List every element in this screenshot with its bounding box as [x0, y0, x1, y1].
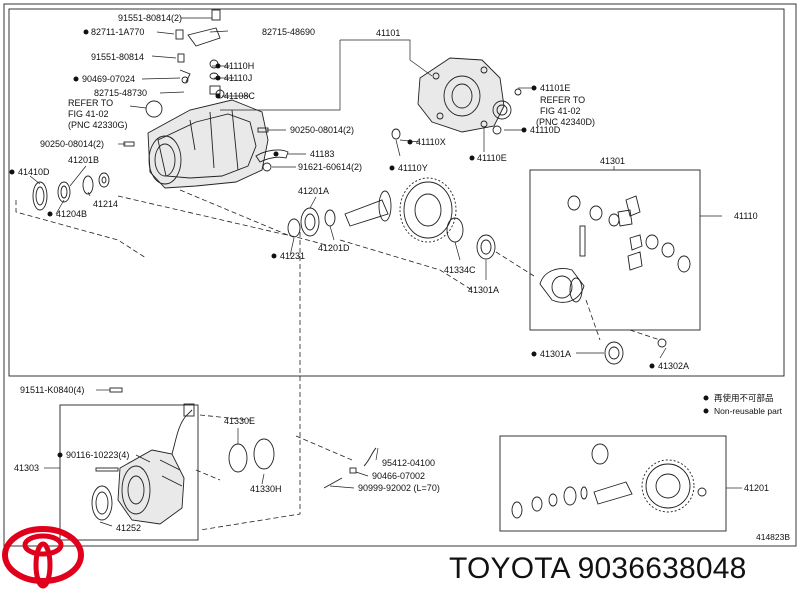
- label-41110x: 41110X: [416, 137, 446, 147]
- label-41201d: 41201D: [318, 243, 350, 253]
- label-91551-80814-2: 91551-80814(2): [118, 13, 182, 23]
- label-95412-04100: 95412-04100: [382, 458, 435, 468]
- label-pnc-42340d: (PNC 42340D): [536, 117, 595, 127]
- upper-assembly-box: [8, 8, 785, 377]
- label-91551-80814: 91551-80814: [91, 52, 144, 62]
- label-41301a-lower: 41301A: [540, 349, 571, 359]
- label-90116-10223: 90116-10223(4): [66, 450, 129, 460]
- label-90466-07002: 90466-07002: [372, 471, 425, 481]
- label-41110: 41110: [734, 211, 758, 221]
- ring-gear-set-box: [499, 435, 727, 532]
- differential-case-box: [529, 169, 701, 331]
- hose-95412: [363, 447, 377, 467]
- label-41204b: 41204B: [56, 209, 87, 219]
- o-ring-41330h: [253, 438, 275, 470]
- label-90999-92002: 90999-92002 (L=70): [358, 483, 440, 493]
- label-41110y: 41110Y: [398, 163, 428, 173]
- ring-gear: [399, 177, 457, 243]
- bolt-90116: [95, 467, 119, 472]
- bearing-41201b: [57, 181, 71, 203]
- label-41201: 41201: [744, 483, 769, 493]
- label-41410d: 41410D: [18, 167, 50, 177]
- label-fig-41-02-left: FIG 41-02: [68, 109, 109, 119]
- label-41201b: 41201B: [68, 155, 99, 165]
- label-41201a: 41201A: [298, 186, 329, 196]
- label-41108c: 41108C: [224, 91, 255, 101]
- bolt-91511: [109, 387, 123, 393]
- o-ring-41330e: [228, 443, 248, 473]
- bearing-41204b: [98, 172, 110, 188]
- label-41252: 41252: [116, 523, 141, 533]
- label-refer-to-right: REFER TO: [540, 95, 585, 105]
- spacer-41214: [82, 175, 94, 195]
- label-41334c: 41334C: [444, 265, 476, 275]
- label-41110d: 41110D: [530, 125, 561, 135]
- label-41303: 41303: [14, 463, 39, 473]
- bearing-41301a-upper: [476, 234, 496, 260]
- coupling-actuator-41303: [117, 403, 195, 525]
- plug-41302a: [657, 338, 667, 348]
- differential-carrier-housing: [145, 9, 269, 189]
- label-41330h: 41330H: [250, 484, 282, 494]
- label-41302a: 41302A: [658, 361, 689, 371]
- pinion-and-ring-gear-kit: [511, 443, 707, 519]
- shim-41231: [287, 218, 301, 238]
- toyota-logo: [2, 526, 84, 589]
- spacer-41201d: [324, 209, 336, 227]
- bolt-91621: [262, 162, 272, 172]
- transfer-motor-box: [59, 404, 199, 541]
- label-82711-1a770: 82711-1A770: [91, 27, 144, 37]
- label-90250-08014-left: 90250-08014(2): [40, 139, 104, 149]
- label-90250-08014-right: 90250-08014(2): [290, 125, 354, 135]
- non-reusable-markers: [9, 29, 709, 458]
- label-41301a-upper: 41301A: [468, 285, 499, 295]
- label-41301: 41301: [600, 156, 625, 166]
- label-refer-to-left: REFER TO: [68, 98, 113, 108]
- diagram-frame: [3, 3, 797, 547]
- figure-number: 414823B: [756, 532, 790, 542]
- label-90469-07024: 90469-07024: [82, 74, 135, 84]
- hose-90999: [323, 477, 343, 489]
- label-41214: 41214: [93, 199, 118, 209]
- label-41183: 41183: [310, 149, 334, 159]
- label-91511-k0840: 91511-K0840(4): [20, 385, 84, 395]
- label-41101: 41101: [376, 28, 400, 38]
- leader-lines: [29, 17, 742, 527]
- label-41231: 41231: [280, 251, 305, 261]
- differential-case-parts: [539, 195, 691, 303]
- part-41183: [255, 149, 289, 163]
- bearing-41201a: [300, 207, 320, 237]
- label-fig-41-02-right: FIG 41-02: [540, 106, 581, 116]
- label-82715-48730: 82715-48730: [94, 88, 147, 98]
- assembly-guide-lines: [15, 189, 661, 531]
- oil-seal-41252: [91, 485, 113, 521]
- label-41101e: 41101E: [540, 83, 570, 93]
- label-82715-48690: 82715-48690: [262, 27, 315, 37]
- label-41110e: 41110E: [477, 153, 507, 163]
- label-41110j: 41110J: [224, 73, 252, 83]
- legend-japanese: 再使用不可部品: [714, 393, 774, 403]
- clip-90466: [349, 467, 357, 474]
- label-41110h: 41110H: [224, 61, 254, 71]
- rear-cover-41101: [391, 57, 522, 140]
- drive-pinion: [344, 190, 392, 227]
- oil-seal-41410d: [32, 181, 48, 211]
- part-number-caption: TOYOTA 9036638048: [449, 552, 747, 585]
- label-41330e: 41330E: [224, 416, 255, 426]
- bearing-41301a-lower: [604, 341, 624, 365]
- label-91621-60614: 91621-60614(2): [298, 162, 362, 172]
- legend-non-reusable: Non-reusable part: [714, 406, 783, 416]
- label-pnc-42330g: (PNC 42330G): [68, 120, 128, 130]
